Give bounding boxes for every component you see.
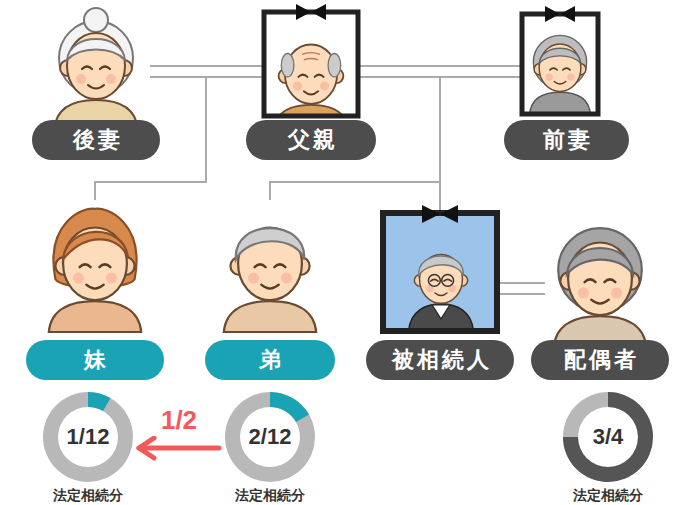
second-wife-figure-part: [84, 8, 108, 32]
father-memorial-portrait-part: [273, 45, 349, 117]
person-label: 配偶者: [561, 345, 639, 375]
father-memorial-portrait-part-part-part: [302, 53, 320, 60]
brother-figure-part: [224, 301, 316, 332]
heir-card: 配偶者: [545, 215, 655, 380]
share-caption: 法定相続分: [235, 487, 305, 503]
brother-figure: [224, 228, 316, 333]
sister-figure-part: [55, 228, 134, 301]
donut-center: 3/4: [563, 392, 653, 482]
person-label: 弟: [256, 345, 284, 375]
person-card: 父親: [262, 10, 360, 160]
name-pill: 後妻: [32, 120, 160, 160]
spouse-figure-part: [567, 248, 633, 274]
share-fraction: 2/12: [249, 424, 292, 450]
share-caption: 法定相続分: [573, 487, 643, 503]
deceased-memorial-portrait-part-part-part: [442, 274, 454, 286]
name-pill: 被相続人: [366, 340, 514, 380]
person-card: 前妻: [520, 12, 612, 160]
former-wife-memorial-portrait-part: [522, 14, 598, 114]
family-line: [500, 283, 545, 294]
deceased-memorial-portrait-part-part-part: [440, 280, 441, 281]
name-pill: 妹: [26, 340, 164, 380]
second-wife-figure-part: [60, 33, 132, 99]
spouse-figure: [554, 228, 646, 347]
heir-card: 妹: [40, 200, 150, 380]
deceased-memorial-portrait-part-part: [408, 255, 473, 332]
donut-caption: 法定相続分: [563, 485, 653, 504]
brother-figure-part: [230, 228, 309, 301]
share-fraction: 1/12: [67, 424, 110, 450]
donut-base: [563, 392, 653, 482]
donut-share: [270, 392, 309, 422]
donut-share: [88, 392, 111, 411]
name-pill: 父親: [246, 120, 376, 160]
father-memorial-portrait-part-part: [273, 45, 349, 117]
donut-base: [225, 392, 315, 482]
father-memorial-portrait-part-part-part: [328, 54, 341, 77]
deceased-memorial-portrait-part: [383, 213, 497, 331]
donut-center: 1/12: [43, 392, 133, 482]
deceased-card: 被相続人: [380, 210, 500, 380]
donut-caption: 法定相続分: [225, 485, 315, 504]
former-wife-memorial-portrait-part-part-part: [539, 48, 581, 63]
family-line: [360, 66, 520, 77]
person-label: 後妻: [70, 125, 123, 155]
father-memorial-portrait-part: [264, 12, 358, 116]
deceased-memorial-portrait-part-part-part: [419, 256, 464, 276]
name-pill: 前妻: [504, 120, 629, 160]
former-wife-memorial-portrait-part-part-part: [534, 44, 586, 92]
person-label: 妹: [81, 345, 109, 375]
person-card: 後妻: [42, 10, 150, 160]
deceased-memorial-portrait-part: [422, 205, 458, 223]
deceased-memorial-portrait-part-part-part: [432, 305, 450, 319]
deceased-memorial-portrait-part: [383, 213, 497, 331]
former-wife-memorial-portrait-part-part-part: [530, 92, 590, 114]
donut-base: [43, 392, 133, 482]
brother-figure-part: [236, 228, 304, 259]
sister-figure-part: [49, 301, 141, 332]
heir-card: 弟: [215, 200, 325, 380]
deceased-memorial-portrait-part-part-part: [408, 304, 473, 331]
former-wife-memorial-portrait-part: [545, 6, 575, 22]
edge-label: 1/2: [161, 406, 197, 434]
share-fraction: 3/4: [593, 424, 624, 450]
spouse-figure-part: [560, 243, 639, 316]
former-wife-memorial-portrait-part: [522, 14, 598, 114]
second-wife-figure: [54, 8, 138, 130]
father-memorial-portrait-part: [296, 4, 326, 20]
sister-figure-part: [63, 232, 128, 260]
person-label: 被相続人: [389, 345, 492, 375]
second-wife-figure-part: [67, 39, 125, 60]
former-wife-memorial-portrait-part: [530, 35, 590, 113]
person-label: 父親: [285, 125, 338, 155]
deceased-memorial-portrait: [383, 205, 497, 332]
sister-figure: [49, 209, 141, 332]
share-donut: 3/4 法定相続分: [563, 392, 653, 502]
father-memorial-portrait: [264, 4, 358, 132]
transfer-arrow: [139, 446, 219, 451]
share-caption: 法定相続分: [53, 487, 123, 503]
former-wife-memorial-portrait-part-part: [530, 35, 590, 113]
former-wife-memorial-portrait: [522, 6, 598, 114]
donut-share: [563, 392, 653, 482]
father-memorial-portrait-part: [264, 12, 358, 116]
father-memorial-portrait-part-part-part: [281, 54, 294, 77]
deceased-memorial-portrait-part-part-part: [428, 274, 440, 286]
donut-caption: 法定相続分: [43, 485, 133, 504]
donut-center: 2/12: [225, 392, 315, 482]
share-donut: 2/12 法定相続分: [225, 392, 315, 502]
deceased-memorial-portrait-part-part-part: [414, 255, 467, 304]
father-memorial-portrait-part-part-part: [279, 45, 344, 104]
share-donut: 1/12 法定相続分: [43, 392, 133, 502]
name-pill: 配偶者: [531, 340, 669, 380]
person-label: 前妻: [540, 125, 593, 155]
deceased-memorial-portrait-part: [408, 255, 473, 332]
family-line: [150, 66, 262, 77]
name-pill: 弟: [205, 340, 335, 380]
